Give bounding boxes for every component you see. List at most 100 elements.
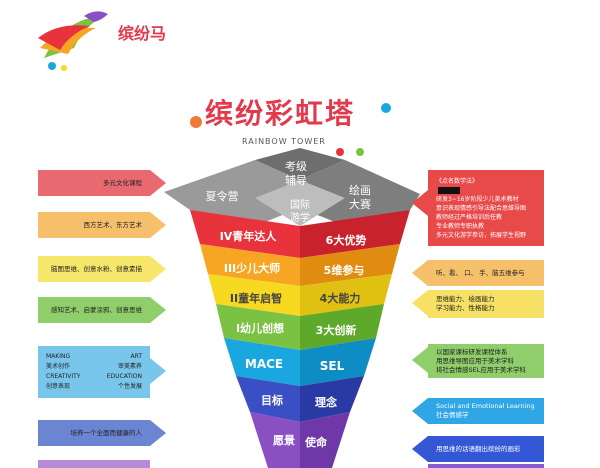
logo-text: 缤纷马 <box>118 24 167 43</box>
right-box-4-line-1: 以国家课标研发课程体系 <box>436 347 508 356</box>
left-box-4: 感知艺术、启蒙涂鸦、创意思维 <box>38 297 150 323</box>
left-box-1: 多元文化课程 <box>38 170 150 196</box>
left-box-4-text: 感知艺术、启蒙涂鸦、创意思维 <box>51 305 142 314</box>
page-title: 缤纷彩虹塔 <box>205 97 356 130</box>
band-left-label-1: IV青年达人 <box>220 229 278 243</box>
top-face-top-label-1: 考级 <box>285 160 307 173</box>
top-face-right-label-2: 大赛 <box>349 197 371 211</box>
left-box-5-r3-b: EDUCATION <box>106 373 142 380</box>
left-box-6-text: 培养一个全面而健康的人 <box>70 428 143 437</box>
left-box-5-r1-a: MAKING <box>46 353 71 360</box>
band-left-1 <box>190 210 300 258</box>
left-box-1-text: 多元文化课程 <box>103 178 142 187</box>
band-left-label-3: II童年启智 <box>230 291 282 305</box>
band-left-3 <box>208 274 300 316</box>
band-left-label-7: 愿景 <box>273 434 295 447</box>
top-face-left <box>164 160 300 226</box>
decor-dot-orange <box>190 116 202 128</box>
logo-wing-orange <box>40 27 96 54</box>
left-arrow-3 <box>150 256 166 282</box>
right-box-1-line-1: 《点名数学法》 <box>436 177 478 195</box>
band-right-label-6: 理念 <box>315 395 338 409</box>
right-arrow-6 <box>412 436 428 462</box>
left-box-3-text: 脑图思维、创意水粉、创意素描 <box>51 264 142 273</box>
left-arrow-5 <box>150 358 166 384</box>
top-face-center <box>255 180 345 226</box>
decor-dot-green <box>356 148 364 156</box>
band-left-label-5: MACE <box>245 357 283 371</box>
logo-dot-blue <box>48 62 56 70</box>
band-left-label-4: I幼儿创想 <box>236 321 284 335</box>
left-box-5-r3-a: CREATIVITY <box>46 373 81 380</box>
right-box-1-line-4: 教师经过严格培训后任教 <box>436 213 503 221</box>
band-left-6 <box>236 376 300 422</box>
left-box-2-text: 西方艺术、东方艺术 <box>83 220 143 229</box>
band-left-4 <box>216 304 300 350</box>
top-face-left-label: 夏令营 <box>206 189 239 203</box>
right-box-7 <box>428 464 544 468</box>
top-face-center-label-2: 游学 <box>290 211 310 224</box>
right-box-3: 思维能力、绘画能力 学习能力、性格能力 <box>428 290 544 318</box>
left-box-5-row-1: MAKING ART <box>46 352 142 362</box>
left-box-5-row-3: CREATIVITY EDUCATION <box>46 372 142 382</box>
left-box-5-r2-b: 审美素养 <box>117 363 142 370</box>
brand-logo <box>38 11 108 71</box>
right-box-6-line-1: 用思维的话语翻出缤纷的画彩 <box>436 444 521 453</box>
band-right-label-4: 3大创新 <box>316 323 357 337</box>
right-box-3-line-1: 思维能力、绘画能力 <box>436 295 495 303</box>
band-right-5 <box>300 338 376 386</box>
band-right-1 <box>300 210 410 258</box>
decor-dot-red <box>336 148 344 156</box>
band-left-label-2: III少儿大师 <box>224 261 280 275</box>
page-subtitle: RAINBOW TOWER <box>242 137 326 146</box>
left-box-2: 西方艺术、东方艺术 <box>38 212 150 238</box>
logo-head <box>84 11 108 22</box>
right-box-4: 以国家课标研发课程体系 用思维导图应用于美术学科 将社会情感SEL应用于美术学科 <box>428 344 544 378</box>
left-arrow-4 <box>150 297 166 323</box>
right-box-1-line-1-text: 《点名数学法》 <box>436 177 479 185</box>
top-face-center-label-1: 国际 <box>290 199 310 211</box>
top-face-right-label-1: 绘画 <box>349 183 371 197</box>
left-box-5-r4-b: 个性发展 <box>117 383 142 390</box>
right-box-6: 用思维的话语翻出缤纷的画彩 <box>428 436 544 462</box>
right-box-2: 听、看、 口、 手、脑五维参与 <box>428 260 544 286</box>
band-right-label-2: 5维参与 <box>324 263 365 277</box>
right-arrow-3 <box>412 290 428 316</box>
right-arrow-5 <box>412 398 428 424</box>
band-right-2 <box>300 244 400 286</box>
top-face-top-label-2: 辅导 <box>285 173 307 187</box>
band-right-4 <box>300 304 384 350</box>
left-box-3: 脑图思维、创意水粉、创意素描 <box>38 256 150 282</box>
right-box-1-line-3: 意识表现情感引导法配合思维导图 <box>436 204 527 212</box>
band-right-3 <box>300 274 392 316</box>
logo-dot-yellow <box>61 65 67 71</box>
right-arrow-4 <box>412 347 428 373</box>
left-arrow-1 <box>150 170 166 196</box>
band-right-6 <box>300 376 364 422</box>
right-box-4-line-2: 用思维导图应用于美术学科 <box>436 356 514 365</box>
right-box-1-line-5: 专业教师专职执教 <box>436 222 485 230</box>
left-box-5-row-4: 创意表现 个性发展 <box>46 382 142 392</box>
right-box-2-line-1: 听、看、 口、 手、脑五维参与 <box>436 268 525 277</box>
top-face-top <box>255 148 345 180</box>
right-box-5: Social and Emotional Learning 社会情感学 <box>428 398 544 424</box>
left-box-6: 培养一个全面而健康的人 <box>38 420 150 446</box>
right-arrow-2 <box>412 260 428 286</box>
left-box-5-r2-a: 美术创作 <box>46 363 71 370</box>
right-box-1: 《点名数学法》 研发3~16岁阶段少儿美术教材 意识表现情感引导法配合思维导图 … <box>428 170 544 246</box>
right-box-1-line-2: 研发3~16岁阶段少儿美术教材 <box>436 195 519 203</box>
logo-wing-red <box>38 25 90 50</box>
left-box-7 <box>38 460 150 468</box>
right-box-1-line-6: 多元文化游学参访，拓展学生视野 <box>436 231 527 239</box>
right-box-3-line-2: 学习能力、性格能力 <box>436 304 495 312</box>
band-right-label-3: 4大能力 <box>320 291 361 305</box>
right-arrow-1 <box>412 190 428 216</box>
left-box-5: MAKING ART 美术创作 审美素养 CREATIVITY EDUCATIO… <box>38 346 150 398</box>
band-right-7 <box>300 412 350 468</box>
right-box-4-line-3: 将社会情感SEL应用于美术学科 <box>436 365 526 374</box>
band-right-label-1: 6大优势 <box>326 233 367 247</box>
left-arrow-2 <box>150 212 166 238</box>
band-right-label-7: 使命 <box>304 435 328 449</box>
right-box-5-line-1: Social and Emotional Learning <box>436 402 535 410</box>
